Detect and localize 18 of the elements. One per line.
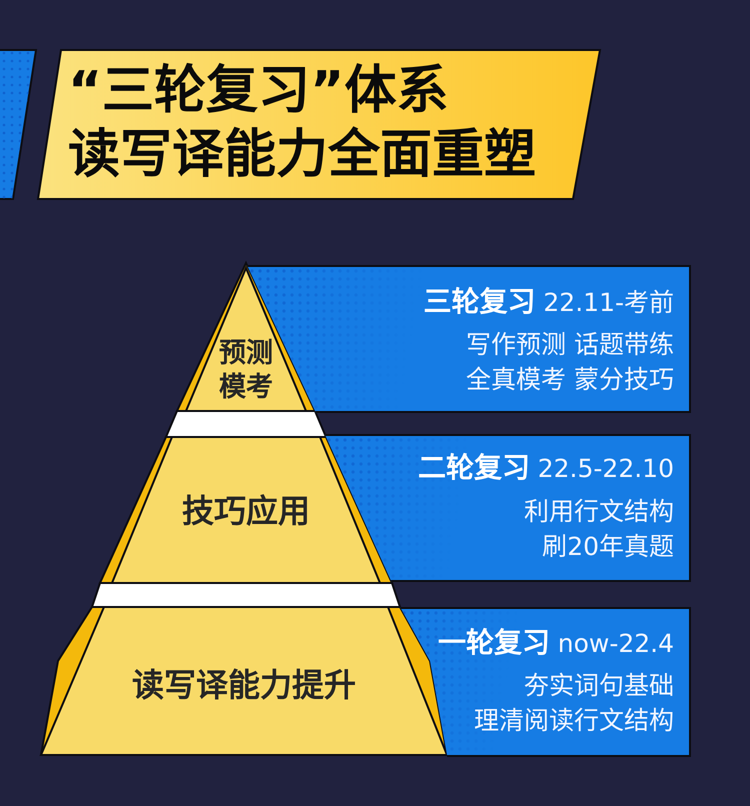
panel-text: 刷20年真题	[542, 531, 674, 563]
panel-text: 利用行文结构	[524, 496, 674, 528]
panel-text: 写作预测 话题带练	[466, 329, 674, 361]
info-panel	[246, 265, 691, 413]
panel-heading: 一轮复习 now-22.4	[438, 625, 674, 661]
level-label: 预测模考	[218, 337, 274, 405]
heading-text: 读写译能力全面重塑	[68, 124, 536, 187]
pyramid-level	[111, 436, 381, 584]
heading-text: “三轮复习”体系	[68, 60, 448, 123]
level-label: 技巧应用	[181, 491, 311, 531]
info-panel	[323, 434, 691, 582]
panel-text: 全真模考 蒙分技巧	[466, 364, 674, 396]
panel-heading: 二轮复习 22.5-22.10	[418, 450, 674, 486]
panel-heading: 三轮复习 22.11-考前	[423, 284, 674, 320]
panel-text: 夯实词句基础	[524, 670, 674, 702]
panel-text: 理清阅读行文结构	[474, 705, 674, 737]
title-banner	[37, 49, 601, 200]
level-label: 读写译能力提升	[131, 665, 357, 705]
